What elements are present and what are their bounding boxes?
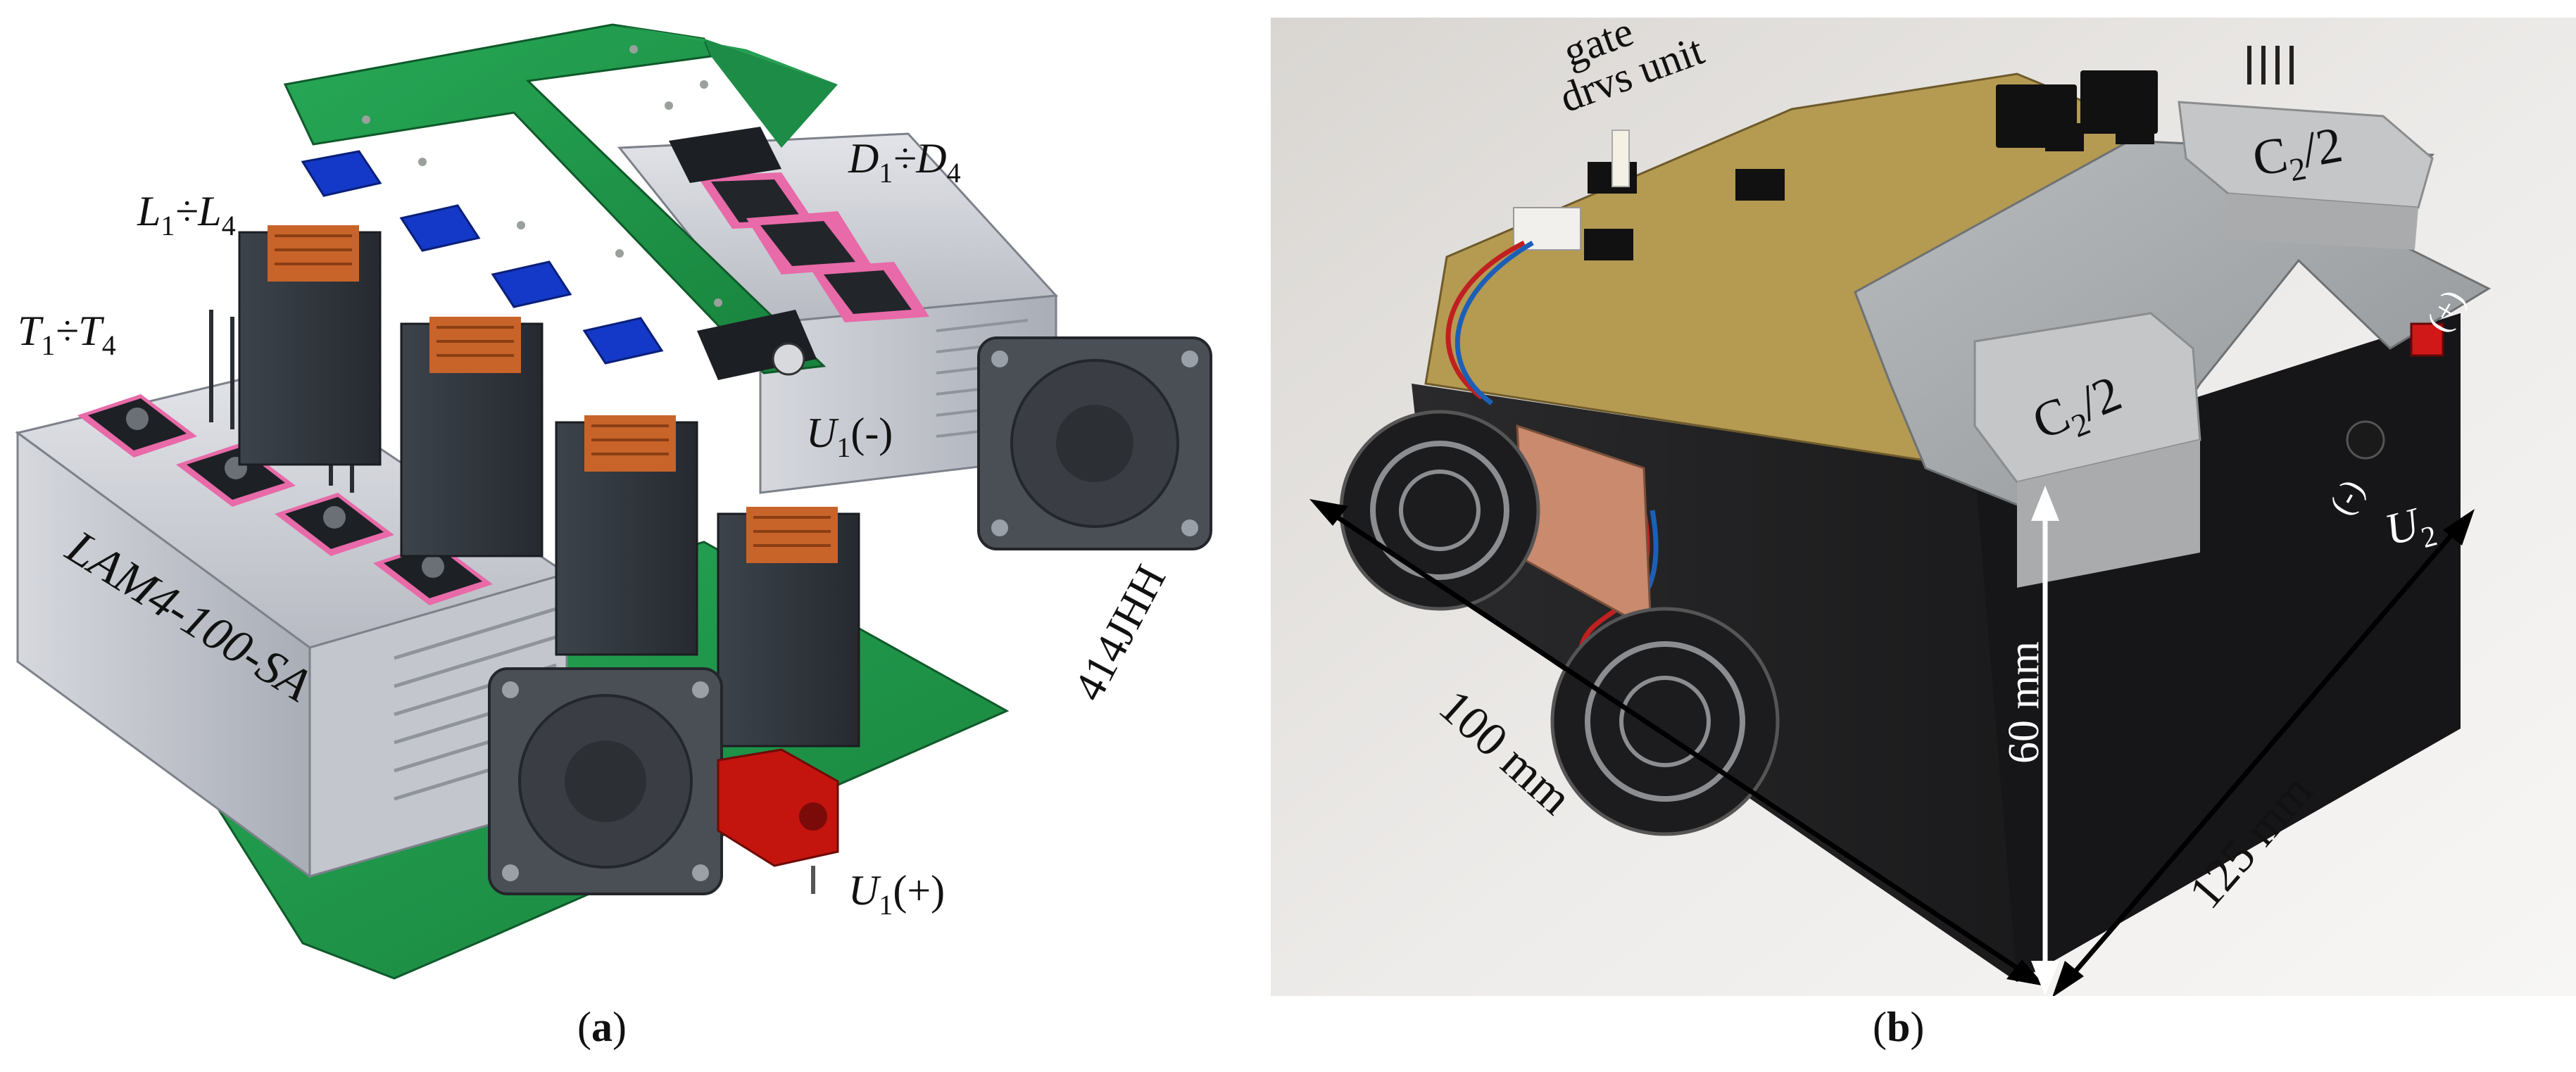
inductor-3 (555, 415, 698, 656)
dimension-arrow-icon (1309, 499, 2045, 986)
dimension-arrow-icon (2052, 509, 2475, 997)
fan-icon (977, 336, 1212, 550)
transistor-devices (77, 394, 493, 605)
blue-components (301, 150, 664, 365)
label-fan-model: 414JHH (1064, 557, 1175, 708)
caption-a: (a) (577, 1004, 627, 1050)
inductor-1 (238, 225, 382, 466)
panel-a-cad-render: L1÷L4 T1÷T4 D1÷D4 LAM4-100-SA 414JHH U1(… (0, 0, 1288, 1007)
label-u1-minus: U1(-) (806, 410, 893, 463)
label-diodes: D1÷D4 (848, 135, 961, 189)
diode-heatsink (617, 132, 1059, 494)
inductors (238, 225, 860, 748)
capacitor-top (2178, 101, 2434, 250)
fan-icon (488, 667, 723, 895)
inductor-4 (717, 507, 860, 748)
capacitor-front (1973, 312, 2201, 588)
label-inductors: L1÷L4 (137, 188, 236, 241)
fan-icon (1550, 607, 1780, 836)
caption-b: (b) (1873, 1004, 1925, 1050)
connector-icon (2346, 322, 2444, 460)
connector-icon (717, 748, 839, 894)
dimension-arrow-icon (2031, 486, 2059, 996)
cad-drawing: L1÷L4 T1÷T4 D1÷D4 LAM4-100-SA 414JHH U1(… (15, 23, 1212, 980)
top-pcb (283, 23, 838, 380)
label-dim-height: 60 mm (2000, 641, 2048, 764)
photo-drawing: gate drvs unit C2/2 C2/2 (+) (-) U2 100 … (1271, 8, 2576, 997)
ic-chips (1584, 70, 2158, 260)
transistor-heatsink (15, 310, 570, 878)
panel-b-photo: gate drvs unit C2/2 C2/2 (+) (-) U2 100 … (1271, 8, 2576, 997)
inductor-2 (400, 317, 544, 557)
diode-devices (697, 172, 929, 322)
fan-icon (1339, 410, 1540, 611)
label-transistors: T1÷T4 (18, 308, 116, 361)
label-u1-plus: U1(+) (848, 867, 945, 921)
